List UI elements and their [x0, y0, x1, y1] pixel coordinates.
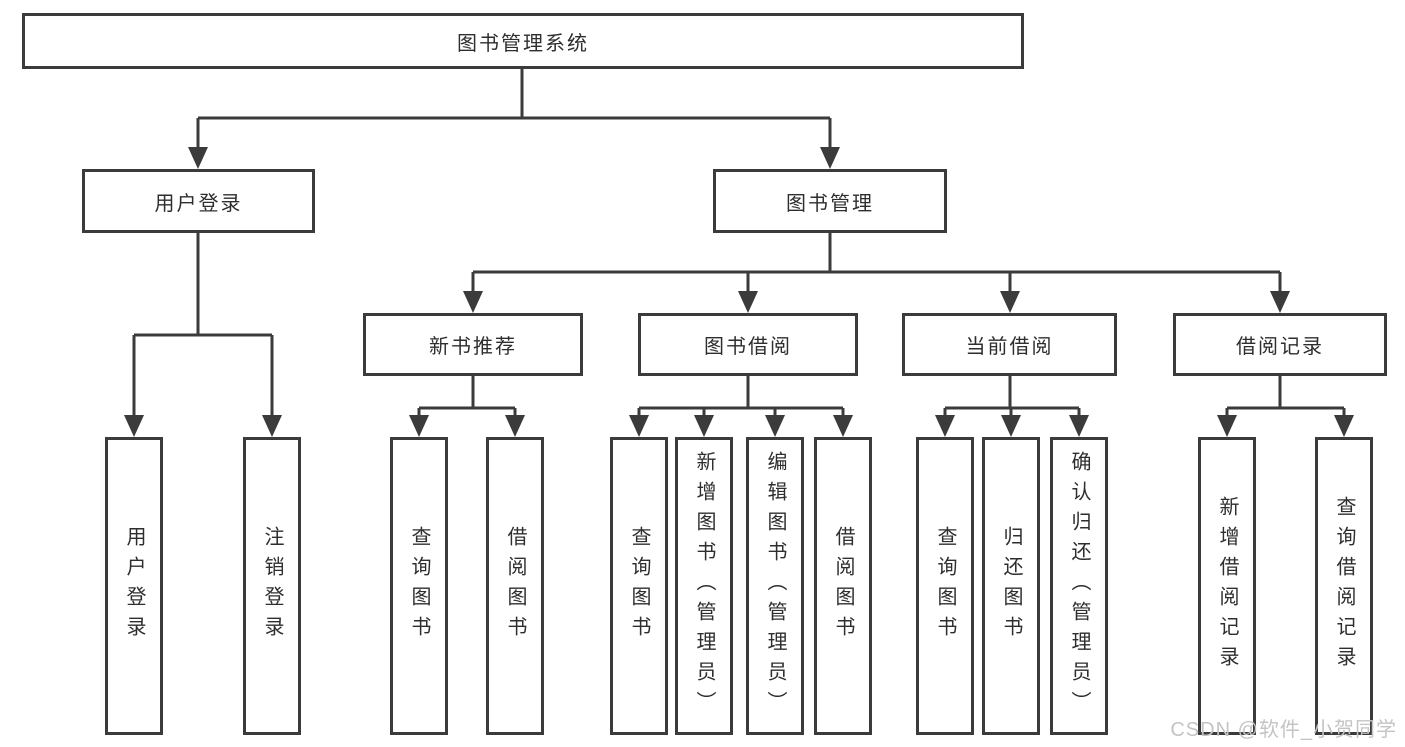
leaf-borrow-books-1: 借阅图书 [486, 437, 544, 735]
node-label: 图书管理 [786, 192, 874, 215]
arrowhead [463, 291, 483, 313]
connector-borrowrecord-to-leaves [1225, 376, 1346, 417]
leaf-query-borrow-record: 查询借阅记录 [1315, 437, 1373, 735]
arrowhead [1270, 291, 1290, 313]
connector-bookmgmt-to-level3 [471, 233, 1282, 293]
leaf-query-books-1: 查询图书 [390, 437, 448, 735]
arrowhead [124, 415, 144, 437]
node-label: 确认归还（管理员） [1068, 451, 1090, 721]
node-label: 图书管理系统 [457, 32, 589, 55]
leaf-user-login: 用户登录 [105, 437, 163, 735]
node-label: 查询图书 [934, 526, 956, 646]
arrowhead [629, 415, 649, 437]
connector-newbookrec-to-leaves [417, 376, 517, 417]
node-label: 借阅图书 [504, 526, 526, 646]
node-label: 查询图书 [408, 526, 430, 646]
connector-bookborrow-to-leaves [637, 376, 845, 417]
node-label: 用户登录 [154, 192, 243, 215]
arrowhead [833, 415, 853, 437]
csdn-watermark: CSDN @软件_小贺同学 [1170, 719, 1397, 741]
node-new-book-recommendation: 新书推荐 [363, 313, 583, 376]
arrowhead [262, 415, 282, 437]
node-borrowing-records: 借阅记录 [1173, 313, 1387, 376]
node-label: 当前借阅 [965, 336, 1054, 358]
node-label: 注销登录 [261, 526, 283, 646]
arrowhead [694, 415, 714, 437]
leaf-query-books-3: 查询图书 [916, 437, 974, 735]
node-current-borrowing: 当前借阅 [902, 313, 1117, 376]
node-label: 新增图书（管理员） [693, 451, 715, 721]
node-book-borrowing: 图书借阅 [638, 313, 858, 376]
node-library-management-system: 图书管理系统 [22, 13, 1024, 69]
node-label: 编辑图书（管理员） [764, 451, 786, 721]
arrowhead [505, 415, 525, 437]
arrowhead [1217, 415, 1237, 437]
connector-currentborrow-to-leaves [943, 376, 1081, 417]
node-label: 用户登录 [123, 526, 145, 646]
leaf-query-books-2: 查询图书 [610, 437, 668, 735]
node-label: 归还图书 [1000, 526, 1022, 646]
connector-root-to-level2 [196, 69, 832, 149]
arrowhead [738, 291, 758, 313]
leaf-add-book-admin: 新增图书（管理员） [675, 437, 733, 735]
arrowhead [1000, 291, 1020, 313]
node-label: 新增借阅记录 [1216, 496, 1238, 676]
leaf-return-books: 归还图书 [982, 437, 1040, 735]
arrowhead [409, 415, 429, 437]
node-label: 新书推荐 [429, 336, 517, 358]
node-label: 查询图书 [628, 526, 650, 646]
arrowhead [188, 147, 208, 169]
node-label: 借阅图书 [832, 526, 854, 646]
arrowhead [1001, 415, 1021, 437]
arrowhead [765, 415, 785, 437]
leaf-borrow-books-2: 借阅图书 [814, 437, 872, 735]
node-label: 借阅记录 [1236, 336, 1324, 358]
arrowhead [1334, 415, 1354, 437]
arrowhead [820, 147, 840, 169]
leaf-logout: 注销登录 [243, 437, 301, 735]
arrowhead [935, 415, 955, 437]
connector-userlogin-to-leaves [132, 233, 274, 417]
leaf-edit-book-admin: 编辑图书（管理员） [746, 437, 804, 735]
node-user-login: 用户登录 [82, 169, 315, 233]
node-label: 查询借阅记录 [1333, 496, 1355, 676]
node-book-management: 图书管理 [713, 169, 947, 233]
leaf-confirm-return-admin: 确认归还（管理员） [1050, 437, 1108, 735]
node-label: 图书借阅 [704, 336, 792, 358]
leaf-add-borrow-record: 新增借阅记录 [1198, 437, 1256, 735]
arrowhead [1069, 415, 1089, 437]
